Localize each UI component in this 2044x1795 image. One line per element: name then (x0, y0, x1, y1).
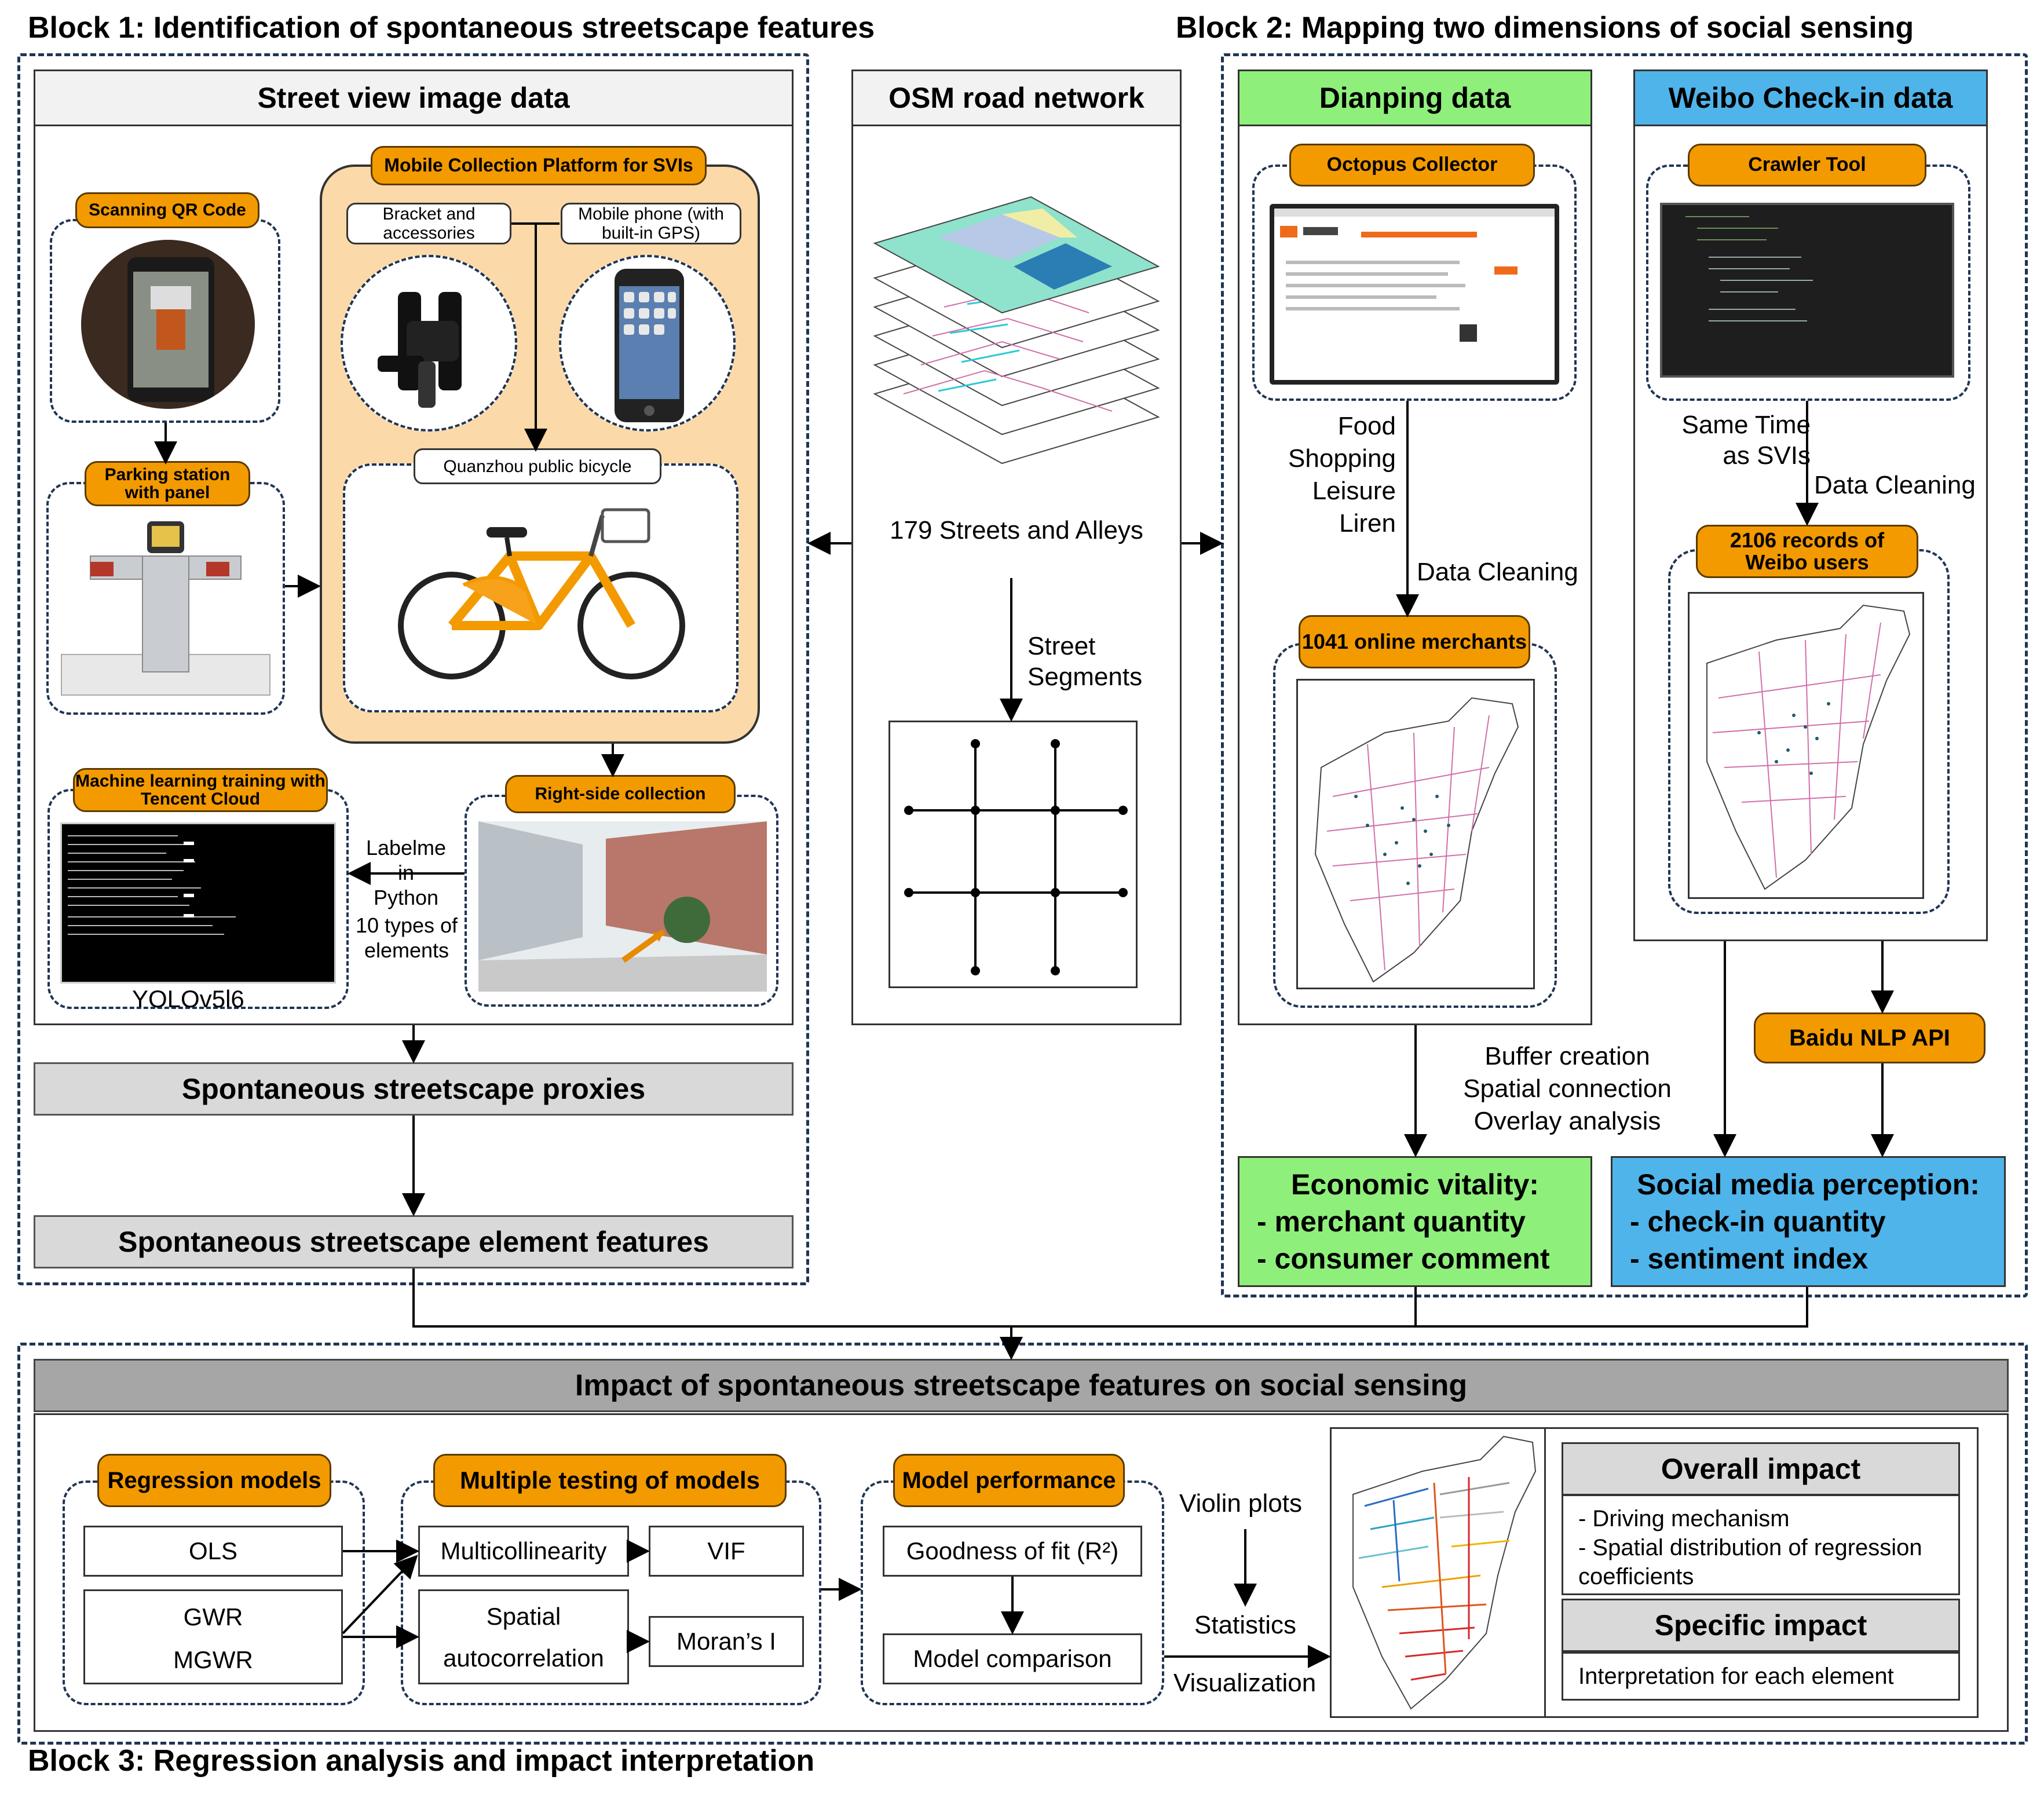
same-time-label: Same Time as SVIs (1681, 411, 1811, 470)
baidu-nlp-label: Baidu NLP API (1754, 1012, 1986, 1063)
overlay-analysis: Overlay analysis (1473, 1107, 1661, 1135)
osm-header: OSM road network (851, 70, 1182, 126)
bicycle-label: Quanzhou public bicycle (414, 448, 661, 484)
overall-impact-body: - Driving mechanism - Spatial distributi… (1562, 1494, 1960, 1595)
block3-title: Block 3: Regression analysis and impact … (28, 1744, 815, 1778)
segments-label: Street Segments (1028, 632, 1143, 691)
comparison-box: Model comparison (883, 1633, 1142, 1684)
goodness-box: Goodness of fit (R²) (883, 1526, 1142, 1577)
bicycle-icon (398, 508, 685, 679)
ml-screenshot (60, 822, 336, 984)
map-layers-icon (873, 196, 1160, 465)
block1-title: Block 1: Identification of spontaneous s… (28, 11, 875, 45)
model-performance-label: Model performance (893, 1454, 1125, 1507)
category-leisure: Leisure (1312, 477, 1396, 505)
buffer-ops-list: Buffer creation Spatial connection Overl… (1440, 1040, 1695, 1138)
social-item-checkin: - check-in quantity (1630, 1205, 1886, 1238)
dianping-cleaning-label: Data Cleaning (1417, 558, 1578, 586)
specific-impact-header: Specific impact (1562, 1599, 1960, 1652)
spatial-autocorrelation-box: Spatial autocorrelation (418, 1589, 629, 1684)
proxies-box: Spontaneous streetscape proxies (34, 1062, 794, 1116)
yolo-label: YOLOv5l6 (132, 985, 244, 1012)
bracket-icon (378, 292, 462, 408)
smartphone-icon (615, 269, 684, 422)
vif-box: VIF (649, 1526, 804, 1577)
morans-box: Moran’s I (649, 1616, 804, 1667)
weibo-records-label: 2106 records of Weibo users (1696, 525, 1918, 578)
ten-types-label: 10 types of elements (355, 913, 458, 963)
crawler-screenshot (1660, 203, 1954, 378)
crawler-label: Crawler Tool (1688, 144, 1926, 187)
category-list: Food Shopping Leisure Liren (1263, 410, 1396, 540)
street-segments-icon (904, 739, 1128, 975)
weibo-cleaning-label: Data Cleaning (1814, 471, 1976, 499)
phone-scan-icon (127, 257, 214, 402)
street-view-image (478, 821, 767, 992)
social-item-sentiment: - sentiment index (1630, 1242, 1869, 1275)
coefficient-map-icon (1352, 1435, 1537, 1710)
gwr-label: GWR (183, 1603, 243, 1631)
bracket-label: Bracket and accessories (346, 203, 511, 244)
category-liren: Liren (1339, 509, 1396, 538)
dianping-screenshot (1270, 204, 1559, 385)
violin-label: Violin plots (1179, 1489, 1302, 1518)
checkin-map-icon (1706, 604, 1911, 890)
block3-header: Impact of spontaneous streetscape featur… (34, 1359, 2009, 1412)
mobile-platform-label: Mobile Collection Platform for SVIs (371, 146, 707, 185)
impact-divider (1544, 1427, 1546, 1718)
econ-title: Economic vitality: (1291, 1168, 1539, 1201)
parking-label: Parking station with panel (85, 461, 250, 506)
statistics-label: Statistics (1194, 1611, 1297, 1639)
octopus-label: Octopus Collector (1289, 144, 1535, 187)
scan-qr-image (81, 240, 255, 409)
category-shopping: Shopping (1288, 444, 1396, 473)
social-title: Social media perception: (1637, 1168, 1980, 1201)
spatial-label: Spatial (486, 1603, 561, 1630)
merchants-label: 1041 online merchants (1299, 615, 1530, 668)
mgwr-label: MGWR (173, 1646, 253, 1673)
autocorrelation-label: autocorrelation (443, 1644, 604, 1672)
econ-item-merchant: - merchant quantity (1257, 1205, 1526, 1238)
street-scene-icon (478, 821, 767, 992)
code-editor-icon (1685, 216, 1813, 321)
phone-label: Mobile phone (with built-in GPS) (561, 203, 741, 244)
overall-item-spatial: - Spatial distribution of regression coe… (1578, 1535, 1922, 1589)
bicycle-panel (343, 463, 738, 712)
bracket-image (341, 255, 517, 432)
webpage-icon (1274, 209, 1555, 342)
econ-item-comment: - consumer comment (1257, 1242, 1550, 1275)
block2-title: Block 2: Mapping two dimensions of socia… (1176, 11, 1914, 45)
spatial-connection: Spatial connection (1463, 1074, 1672, 1103)
dianping-header: Dianping data (1238, 70, 1592, 126)
segments-grid-box (888, 721, 1138, 988)
merchants-map (1296, 679, 1535, 989)
block2-frame (1221, 53, 2028, 1297)
merchant-map-icon (1314, 697, 1519, 983)
streets-label: 179 Streets and Alleys (890, 516, 1143, 544)
phone-image (559, 255, 736, 432)
svi-header: Street view image data (34, 70, 794, 126)
labelme-label: Labelme in Python (365, 836, 447, 910)
social-media-box: Social media perception: - check-in quan… (1611, 1156, 2006, 1287)
terminal-icon (68, 835, 236, 935)
scan-qr-label: Scanning QR Code (75, 192, 259, 228)
gwr-mgwr-box: GWR MGWR (83, 1589, 343, 1684)
specific-impact-body: Interpretation for each element (1562, 1652, 1960, 1701)
overall-item-driving: - Driving mechanism (1578, 1506, 1790, 1531)
category-food: Food (1337, 412, 1396, 440)
weibo-header: Weibo Check-in data (1633, 70, 1988, 126)
multicollinearity-box: Multicollinearity (418, 1526, 629, 1577)
weibo-map (1688, 592, 1924, 899)
regression-label: Regression models (97, 1454, 331, 1507)
element-features-box: Spontaneous streetscape element features (34, 1215, 794, 1268)
buffer-creation: Buffer creation (1484, 1042, 1650, 1070)
parking-station-icon (61, 521, 270, 696)
ml-label: Machine learning training with Tencent C… (73, 768, 328, 812)
multiple-testing-label: Multiple testing of models (433, 1454, 787, 1507)
visualization-label: Visualization (1173, 1669, 1317, 1697)
ols-box: OLS (83, 1526, 343, 1577)
